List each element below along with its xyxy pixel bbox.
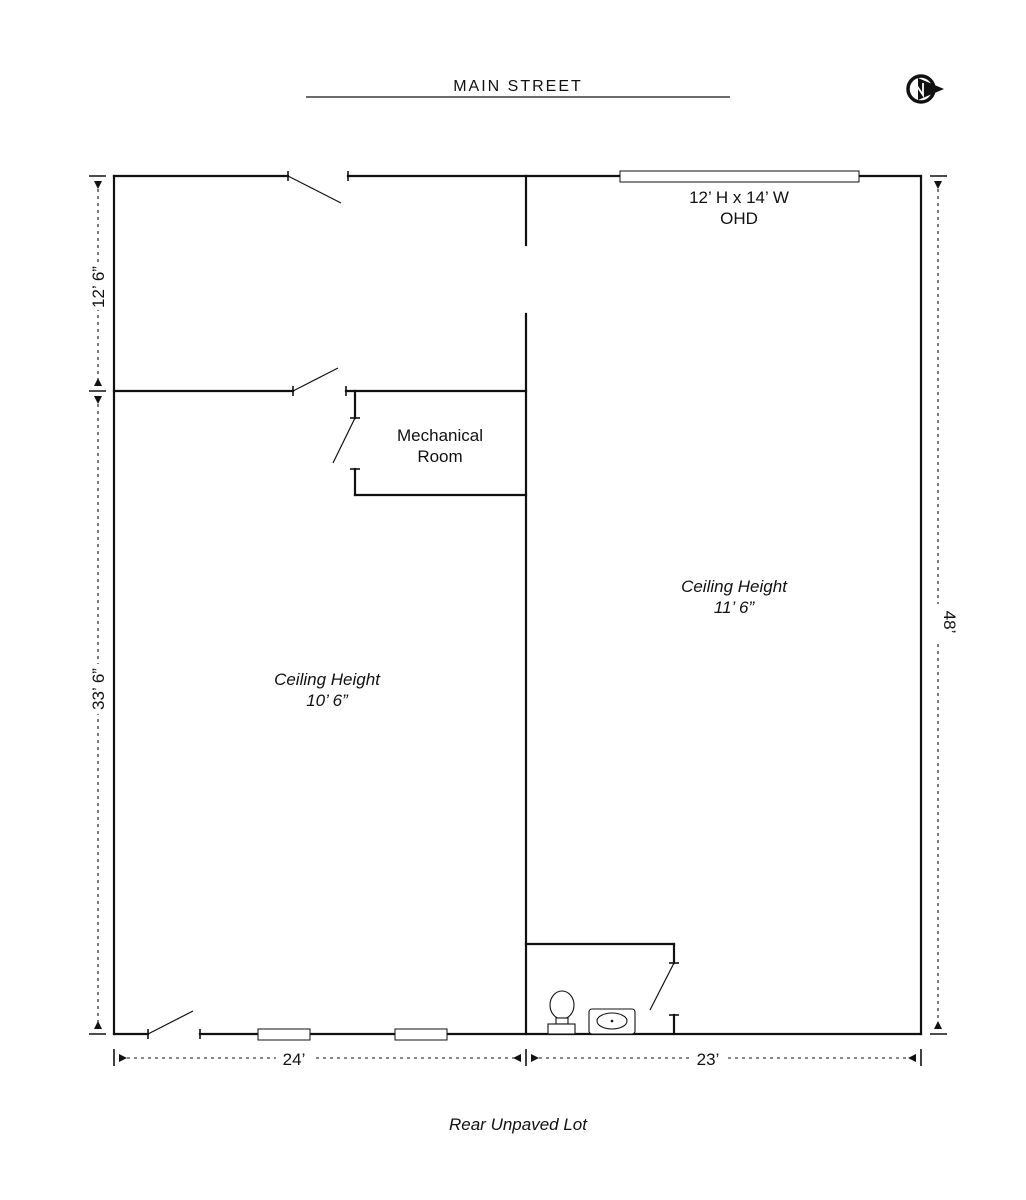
dim-left-lower: 33’ 6”: [89, 668, 108, 710]
rear-window: [257, 1028, 311, 1041]
mechanical-room-walls: [332, 389, 528, 497]
overhead-door: [619, 170, 860, 183]
dim-right-total: 48’: [940, 611, 959, 634]
left-ceiling-height-value: 10’ 6”: [306, 691, 349, 710]
left-ceiling-height-label: Ceiling Height: [274, 670, 381, 689]
mechanical-room-label-line1: Mechanical: [397, 426, 483, 445]
dim-bottom-left: 24’: [283, 1050, 306, 1069]
dimension-right: [926, 175, 950, 1035]
outer-walls: [112, 174, 923, 1036]
rear-door: [147, 1010, 201, 1039]
rear-lot-label: Rear Unpaved Lot: [449, 1115, 588, 1134]
mechanical-room-label-line2: Room: [417, 447, 462, 466]
restroom-walls: [524, 942, 679, 1036]
dim-bottom-right: 23’: [697, 1050, 720, 1069]
rear-window: [394, 1028, 448, 1041]
front-door: [287, 171, 349, 204]
toilet-icon: [547, 990, 576, 1035]
upper-partition-wall: [112, 367, 528, 396]
dimension-bottom: [113, 1047, 922, 1069]
street-label: MAIN STREET: [453, 78, 583, 95]
sink-icon: [588, 1008, 636, 1035]
right-ceiling-height-value: 11’ 6”: [714, 598, 756, 617]
right-ceiling-height-label: Ceiling Height: [681, 577, 788, 596]
dimension-left: [86, 175, 110, 1035]
dim-left-upper: 12’ 6”: [89, 266, 108, 308]
compass-north-icon: [906, 74, 944, 104]
overhead-door-type-label: OHD: [720, 209, 758, 228]
overhead-door-size-label: 12’ H x 14’ W: [689, 188, 789, 207]
